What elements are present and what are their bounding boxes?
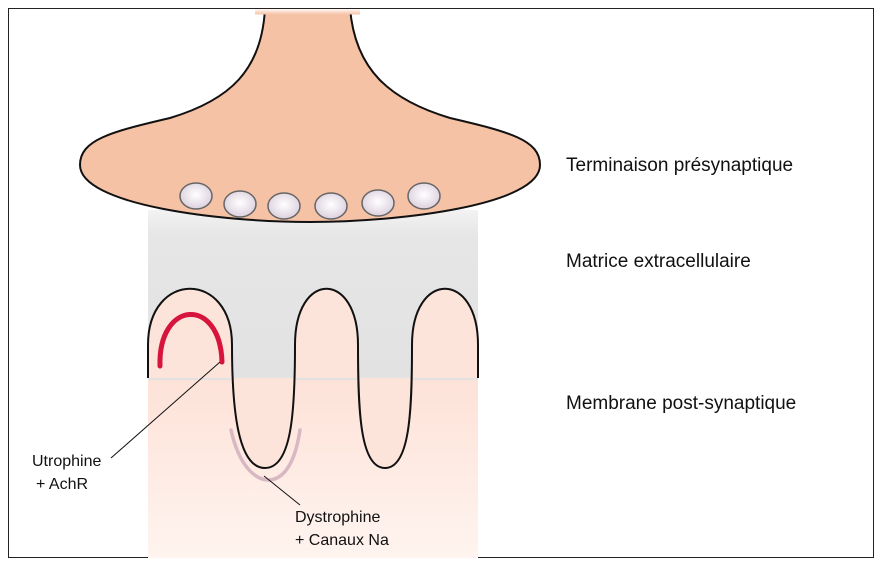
label-postsynaptic-membrane: Membrane post-synaptique (566, 393, 796, 414)
postsynaptic-cytoplasm (148, 378, 478, 558)
vesicle (408, 183, 440, 209)
vesicle (362, 190, 394, 216)
vesicle (180, 183, 212, 209)
label-utrophine: Utrophine (32, 453, 101, 470)
label-presynaptic: Terminaison présynaptique (566, 155, 793, 176)
label-na-channels: + Canaux Na (295, 532, 389, 549)
vesicle (224, 191, 256, 217)
label-dystrophine: Dystrophine (295, 509, 380, 526)
vesicle (268, 193, 300, 219)
label-extracellular-matrix: Matrice extracellulaire (566, 251, 751, 272)
vesicle (315, 193, 347, 219)
label-achr: + AchR (36, 476, 88, 493)
